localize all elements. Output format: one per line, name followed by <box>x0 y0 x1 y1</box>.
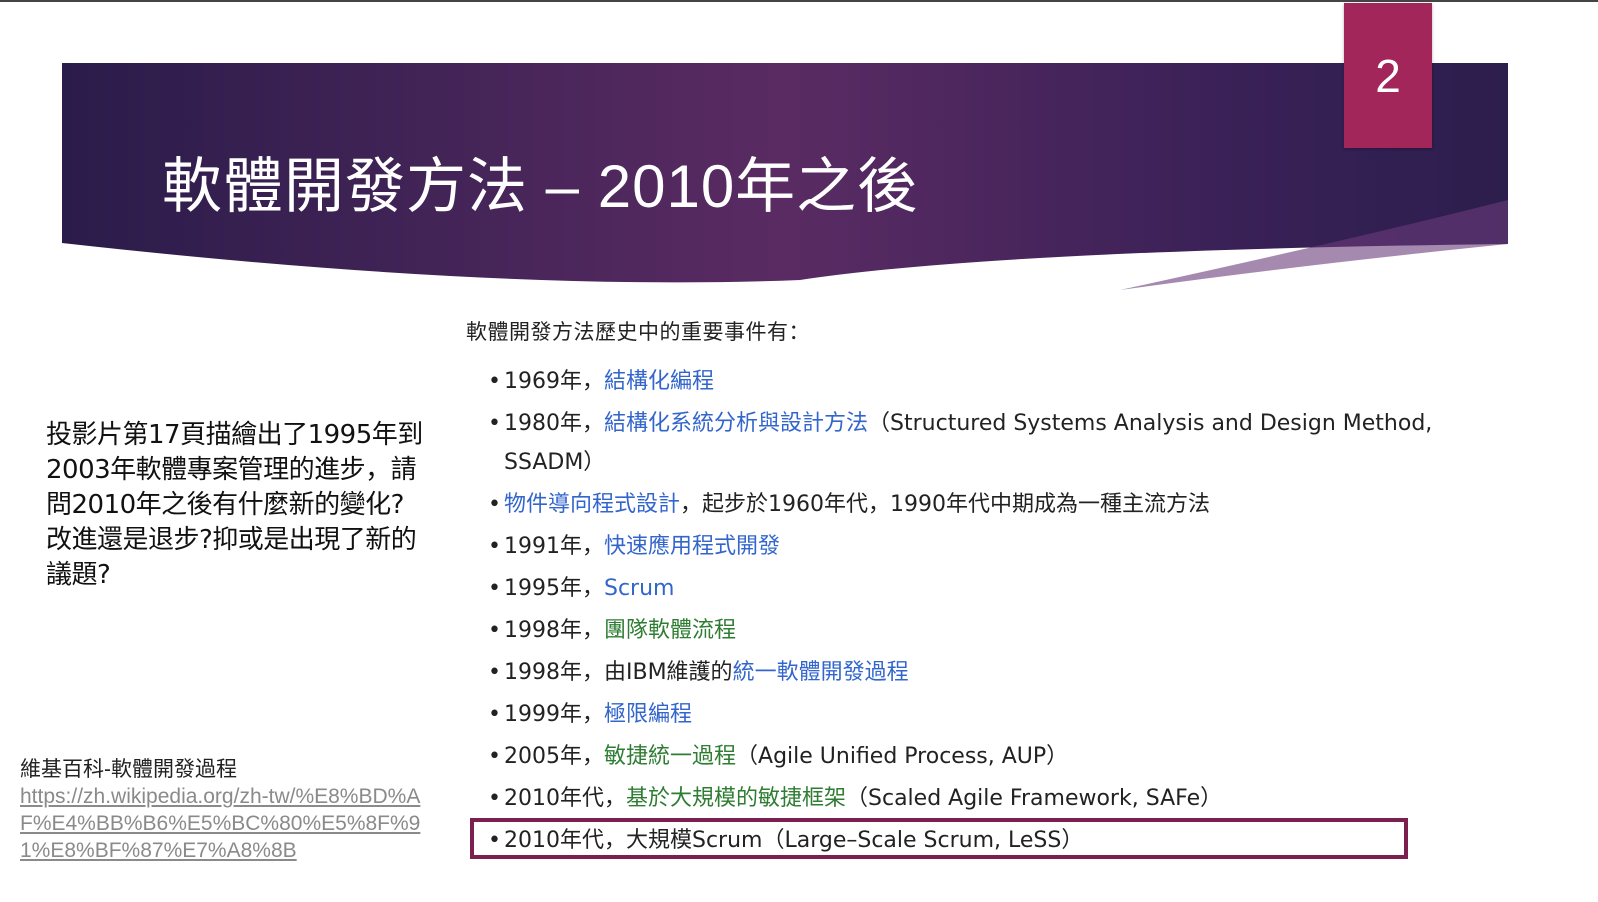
event-item: 1980年，結構化系統分析與設計方法（Structured Systems An… <box>488 404 1518 485</box>
event-link[interactable]: 團隊軟體流程 <box>604 618 737 643</box>
event-item: 2010年代，基於大規模的敏捷框架（Scaled Agile Framework… <box>488 779 1518 821</box>
event-prefix: 2010年代， <box>504 786 626 811</box>
event-prefix: 1995年， <box>504 576 604 601</box>
event-prefix: 1998年， <box>504 618 604 643</box>
reference-label: 維基百科-軟體開發過程 <box>20 758 237 781</box>
slide-number: 2 <box>1375 49 1401 102</box>
slide-title: 軟體開發方法 – 2010年之後 <box>162 153 919 220</box>
event-suffix: （Structured Systems Analysis and Design … <box>504 411 1433 475</box>
event-prefix: 1991年， <box>504 534 604 559</box>
event-prefix: 1999年， <box>504 702 604 727</box>
event-prefix: 2005年， <box>504 744 604 769</box>
event-link[interactable]: Scrum <box>604 576 675 601</box>
event-suffix: ，起步於1960年代，1990年代中期成為一種主流方法 <box>680 492 1210 517</box>
top-rule <box>0 0 1598 2</box>
event-item: 1991年，快速應用程式開發 <box>488 527 1518 569</box>
events-intro: 軟體開發方法歷史中的重要事件有： <box>466 320 810 344</box>
event-prefix: 2010年代，大規模Scrum（Large–Scale Scrum, LeSS） <box>504 828 1084 853</box>
title-banner <box>62 63 1508 290</box>
event-item: 2010年代，大規模Scrum（Large–Scale Scrum, LeSS） <box>488 821 1518 863</box>
events-list: 1969年，結構化編程1980年，結構化系統分析與設計方法（Structured… <box>488 362 1518 863</box>
reference-link[interactable]: https://zh.wikipedia.org/zh-tw/%E8%BD%AF… <box>20 785 421 862</box>
event-suffix: （Scaled Agile Framework, SAFe） <box>846 786 1223 811</box>
event-item: 物件導向程式設計，起步於1960年代，1990年代中期成為一種主流方法 <box>488 485 1518 527</box>
discussion-question: 投影片第17頁描繪出了1995年到2003年軟體專案管理的進步，請問2010年之… <box>46 420 423 590</box>
event-link[interactable]: 統一軟體開發過程 <box>732 660 909 685</box>
event-item: 1998年，團隊軟體流程 <box>488 611 1518 653</box>
event-item: 1995年，Scrum <box>488 569 1518 611</box>
event-link[interactable]: 極限編程 <box>604 702 693 727</box>
event-link[interactable]: 快速應用程式開發 <box>604 534 781 559</box>
slide-number-badge: 2 <box>1344 3 1432 148</box>
event-item: 1999年，極限編程 <box>488 695 1518 737</box>
event-link[interactable]: 結構化系統分析與設計方法 <box>604 411 869 436</box>
event-prefix: 1998年，由IBM維護的 <box>504 660 733 685</box>
event-link[interactable]: 基於大規模的敏捷框架 <box>626 786 847 811</box>
event-link[interactable]: 物件導向程式設計 <box>504 492 681 517</box>
highlight-box <box>470 818 1408 859</box>
event-suffix: （Agile Unified Process, AUP） <box>736 744 1069 769</box>
event-link[interactable]: 結構化編程 <box>604 369 715 394</box>
event-item: 1969年，結構化編程 <box>488 362 1518 404</box>
event-item: 1998年，由IBM維護的統一軟體開發過程 <box>488 653 1518 695</box>
event-item: 2005年，敏捷統一過程（Agile Unified Process, AUP） <box>488 737 1518 779</box>
event-prefix: 1980年， <box>504 411 604 436</box>
reference: 維基百科-軟體開發過程 https://zh.wikipedia.org/zh-… <box>20 756 440 864</box>
event-link[interactable]: 敏捷統一過程 <box>604 744 737 769</box>
event-prefix: 1969年， <box>504 369 604 394</box>
